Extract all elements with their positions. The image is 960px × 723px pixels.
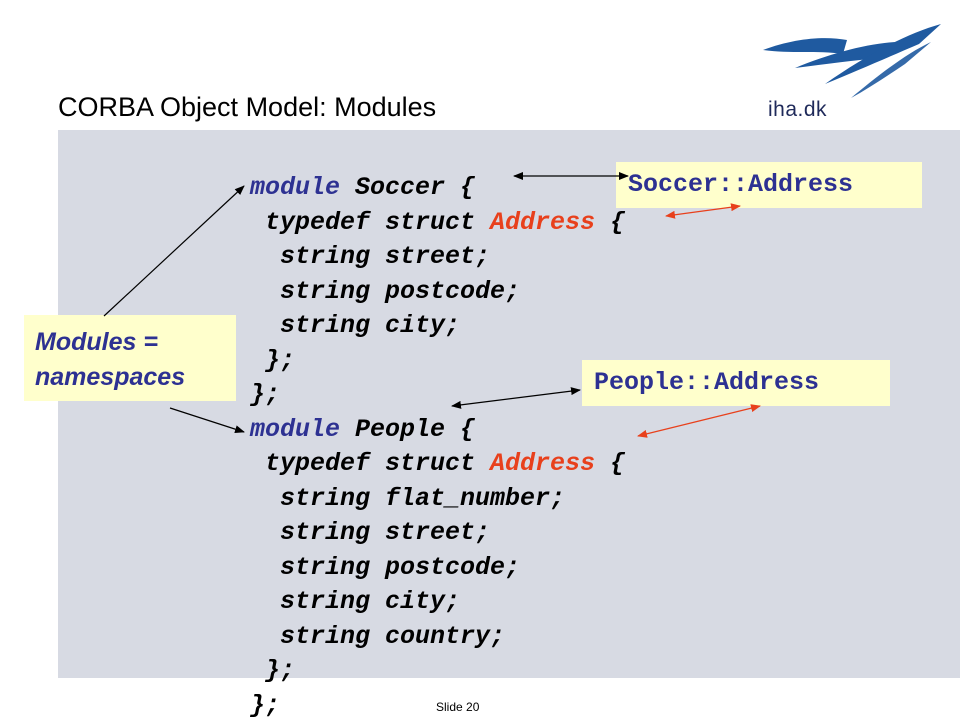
slide-number: Slide 20 [436,700,479,714]
code-block: module Soccer { typedef struct Address {… [250,171,625,723]
code-text: typedef struct [250,449,490,478]
callout-people-address: People::Address [582,360,890,406]
code-text: string street; [250,518,490,547]
code-line: string street; [250,516,625,551]
code-line: string flat_number; [250,482,625,517]
code-text: string street; [250,242,490,271]
code-text: typedef struct [250,208,490,237]
code-text: string city; [250,311,460,340]
logo-text: iha.dk [768,98,827,122]
code-line: string city; [250,585,625,620]
code-keyword: module [250,173,340,202]
code-text: { [595,449,625,478]
code-text: { [595,208,625,237]
code-line: string postcode; [250,551,625,586]
code-text: string city; [250,587,460,616]
code-line: }; [250,378,625,413]
code-text: string postcode; [250,553,520,582]
code-line: string street; [250,240,625,275]
callout-modules-namespaces: Modules = namespaces [24,315,236,401]
code-text: People { [340,415,475,444]
code-line: module Soccer { [250,171,625,206]
code-text: }; [250,380,280,409]
code-text: Soccer { [340,173,475,202]
code-line: }; [250,344,625,379]
code-line: module People { [250,413,625,448]
slide-title: CORBA Object Model: Modules [58,92,436,123]
code-text: }; [250,656,295,685]
code-text: }; [250,346,295,375]
callout-soccer-address: Soccer::Address [616,162,922,208]
code-line: typedef struct Address { [250,447,625,482]
callout-modules-line2: namespaces [35,360,236,395]
code-type-name: Address [490,449,595,478]
code-line: typedef struct Address { [250,206,625,241]
code-text: }; [250,691,280,720]
code-line: }; [250,654,625,689]
code-line: string city; [250,309,625,344]
code-text: string postcode; [250,277,520,306]
code-text: string flat_number; [250,484,565,513]
code-keyword: module [250,415,340,444]
code-type-name: Address [490,208,595,237]
code-line: string country; [250,620,625,655]
code-text: string country; [250,622,505,651]
callout-modules-line1: Modules = [35,325,236,360]
code-line: string postcode; [250,275,625,310]
